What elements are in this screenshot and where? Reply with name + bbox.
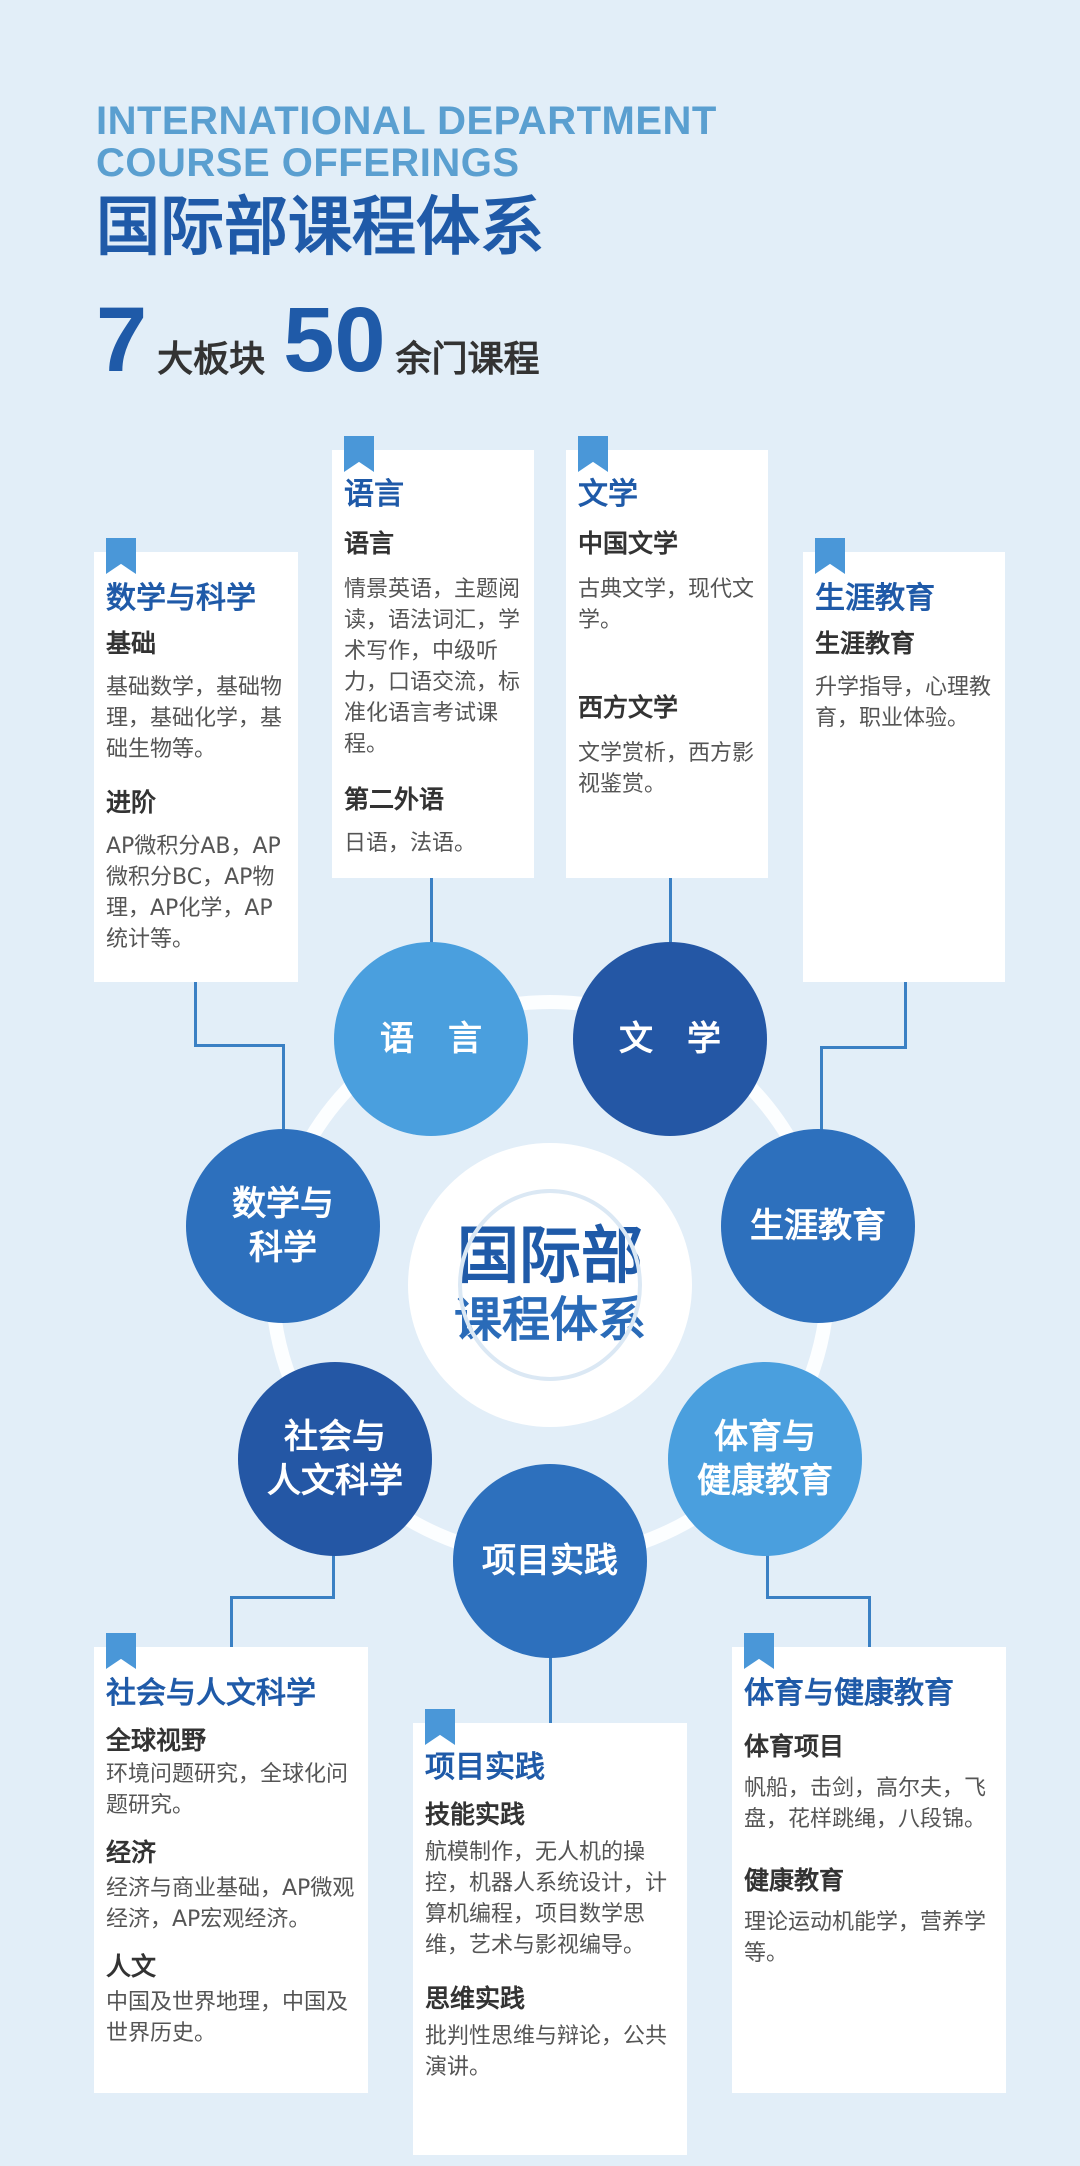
stat-blocks-label: 大板块 <box>157 339 266 380</box>
connector-social <box>230 1596 335 1599</box>
node-literature-label: 文 学 <box>619 1019 721 1059</box>
node-social-line1: 社会与 <box>284 1417 386 1457</box>
stat-blocks-number: 7 <box>96 289 148 391</box>
card-social-s1: 全球视野 <box>106 1726 207 1755</box>
node-math-science-line2: 科学 <box>249 1228 317 1268</box>
bookmark-icon <box>744 1633 774 1669</box>
connector-social <box>230 1596 233 1648</box>
card-math-science: 数学与科学 基础 基础数学，基础物理，基础化学，基础生物等。 进阶 AP微积分A… <box>94 538 298 982</box>
card-literature-s1-text: 古典文学，现代文学。 <box>578 577 755 633</box>
connector-language <box>430 876 433 946</box>
connector-literature <box>669 876 672 946</box>
node-project-label: 项目实践 <box>482 1541 618 1581</box>
card-language-s1: 语言 <box>344 529 395 558</box>
node-language: 语 言 <box>334 942 528 1136</box>
connector-social <box>332 1550 335 1598</box>
card-math-title: 数学与科学 <box>106 581 256 616</box>
bookmark-icon <box>106 1633 136 1669</box>
card-literature-s2: 西方文学 <box>578 693 679 722</box>
bookmark-icon <box>344 436 374 472</box>
card-social-s3-text: 中国及世界地理，中国及世界历史。 <box>106 1990 349 2046</box>
card-math-s2-text: AP微积分AB，AP微积分BC，AP物理，AP化学，AP统计等。 <box>106 834 281 952</box>
node-project: 项目实践 <box>453 1464 647 1658</box>
node-math-science-line1: 数学与 <box>232 1184 334 1224</box>
connector-pe <box>766 1550 769 1598</box>
page-title: 国际部课程体系 <box>96 191 544 265</box>
card-math-s2: 进阶 <box>106 788 157 817</box>
card-pe-health: 体育与健康教育 体育项目 帆船，击剑，高尔夫，飞盘，花样跳绳，八段锦。 健康教育… <box>732 1633 1006 2093</box>
node-math-science: 数学与 科学 <box>186 1129 380 1323</box>
hub-decoration <box>458 1189 642 1381</box>
english-title-line2: COURSE OFFERINGS <box>96 141 520 185</box>
card-pe-s1-text: 帆船，击剑，高尔夫，飞盘，花样跳绳，八段锦。 <box>744 1776 987 1832</box>
card-language-s2: 第二外语 <box>344 785 445 814</box>
card-project: 项目实践 技能实践 航模制作，无人机的操控，机器人系统设计，计算机编程，项目数学… <box>413 1709 687 2155</box>
node-social-line2: 人文科学 <box>267 1461 403 1501</box>
connector-pe <box>868 1596 871 1648</box>
bookmark-icon <box>815 538 845 574</box>
connector-math <box>194 980 197 1046</box>
card-social-s1-text: 环境问题研究，全球化问题研究。 <box>106 1762 349 1818</box>
card-language-s2-text: 日语，法语。 <box>344 831 477 856</box>
card-social-s3: 人文 <box>106 1952 157 1981</box>
connector-career <box>820 1046 907 1049</box>
card-language: 语言 语言 情景英语，主题阅读，语法词汇，学术写作，中级听力，口语交流，标准化语… <box>332 436 534 878</box>
card-project-s2: 思维实践 <box>425 1984 526 2013</box>
card-pe-title: 体育与健康教育 <box>744 1676 954 1711</box>
node-social-humanities: 社会与 人文科学 <box>238 1362 432 1556</box>
card-social-s2: 经济 <box>106 1838 157 1867</box>
connector-math <box>282 1044 285 1134</box>
node-pe-line2: 健康教育 <box>697 1461 833 1501</box>
card-language-s1-text: 情景英语，主题阅读，语法词汇，学术写作，中级听力，口语交流，标准化语言考试课程。 <box>344 577 521 757</box>
node-pe-health: 体育与 健康教育 <box>668 1362 862 1556</box>
card-social-title: 社会与人文科学 <box>106 1676 316 1711</box>
card-career-title: 生涯教育 <box>815 581 935 616</box>
connector-career <box>820 1046 823 1136</box>
node-career: 生涯教育 <box>721 1129 915 1323</box>
stat-courses-number: 50 <box>283 289 386 391</box>
card-project-title: 项目实践 <box>425 1750 545 1785</box>
node-pe-line1: 体育与 <box>714 1417 816 1457</box>
card-literature-s2-text: 文学赏析，西方影视鉴赏。 <box>578 741 755 797</box>
card-social-humanities: 社会与人文科学 全球视野 环境问题研究，全球化问题研究。 经济 经济与商业基础，… <box>94 1633 368 2093</box>
connector-math <box>194 1044 284 1047</box>
card-social-s2-text: 经济与商业基础，AP微观经济，AP宏观经济。 <box>106 1876 355 1932</box>
connector-pe <box>766 1596 870 1599</box>
connector-project <box>549 1650 552 1726</box>
card-career: 生涯教育 生涯教育 升学指导，心理教育，职业体验。 <box>803 538 1005 982</box>
bookmark-icon <box>578 436 608 472</box>
bookmark-icon <box>425 1709 455 1745</box>
stat-courses-label: 余门课程 <box>395 339 540 380</box>
card-math-s1: 基础 <box>106 629 157 658</box>
english-title: INTERNATIONAL DEPARTMENT COURSE OFFERING… <box>96 100 717 184</box>
card-pe-s1: 体育项目 <box>744 1732 845 1761</box>
node-literature: 文 学 <box>573 942 767 1136</box>
card-math-s1-text: 基础数学，基础物理，基础化学，基础生物等。 <box>106 675 283 762</box>
bookmark-icon <box>106 538 136 574</box>
english-title-line1: INTERNATIONAL DEPARTMENT <box>96 99 717 143</box>
card-project-s1-text: 航模制作，无人机的操控，机器人系统设计，计算机编程，项目数学思维，艺术与影视编导… <box>425 1840 668 1958</box>
card-pe-s2-text: 理论运动机能学，营养学等。 <box>744 1910 987 1966</box>
connector-career <box>904 980 907 1048</box>
card-language-title: 语言 <box>344 477 404 512</box>
card-project-s1: 技能实践 <box>425 1800 526 1829</box>
card-literature-title: 文学 <box>578 477 638 512</box>
card-literature-s1: 中国文学 <box>578 529 679 558</box>
node-language-label: 语 言 <box>380 1019 482 1059</box>
card-project-s2-text: 批判性思维与辩论，公共演讲。 <box>425 2024 668 2080</box>
card-career-s1-text: 升学指导，心理教育，职业体验。 <box>815 675 992 731</box>
card-literature: 文学 中国文学 古典文学，现代文学。 西方文学 文学赏析，西方影视鉴赏。 <box>566 436 768 878</box>
card-pe-s2: 健康教育 <box>744 1866 845 1895</box>
card-career-s1: 生涯教育 <box>815 629 916 658</box>
node-career-label: 生涯教育 <box>750 1206 886 1246</box>
hub-circle: 国际部 课程体系 <box>408 1143 692 1427</box>
